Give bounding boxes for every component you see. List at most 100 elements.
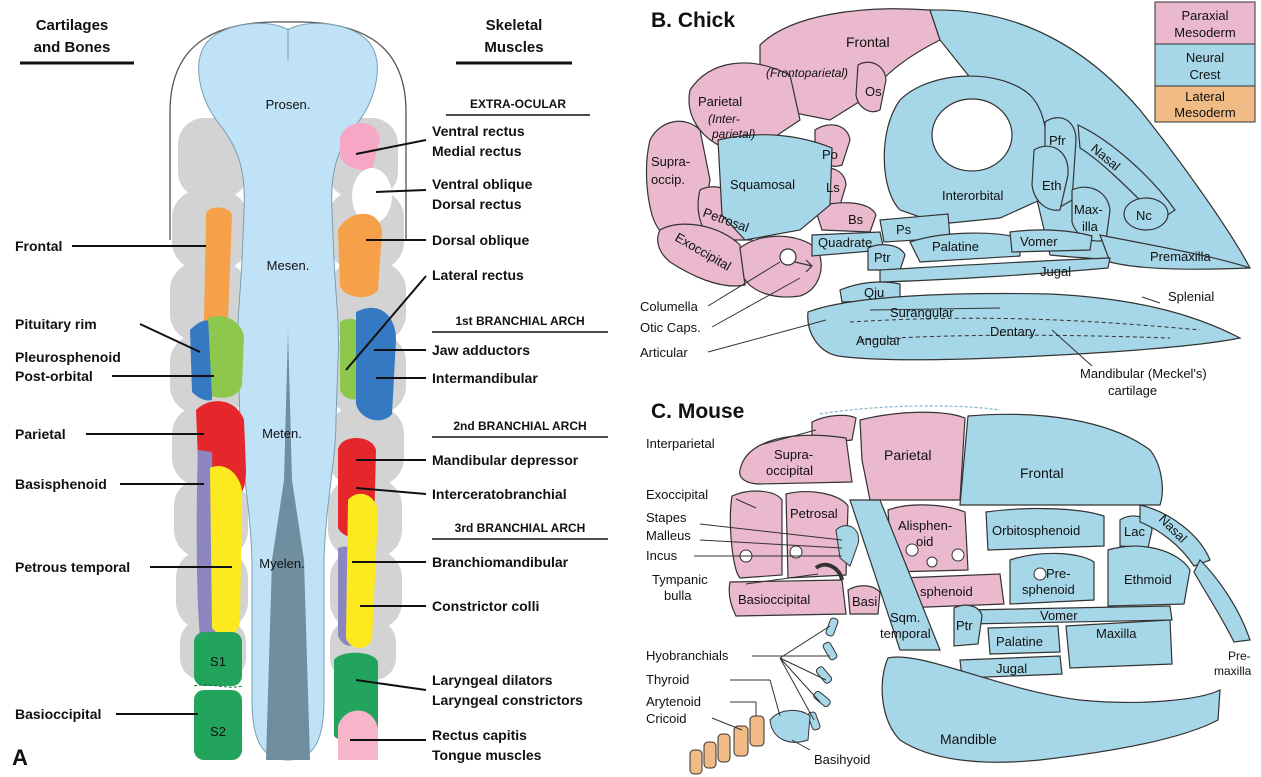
pituitary-label: Pituitary rim	[15, 316, 97, 332]
left-header-2: and Bones	[34, 39, 111, 56]
mouse-exoccipital	[730, 491, 782, 578]
mouse-exoccipital-label: Exoccipital	[646, 487, 708, 502]
voblique-label: Ventral oblique	[432, 176, 533, 192]
mouse-thyroid-label: Thyroid	[646, 672, 689, 687]
mouse-palatine-label: Palatine	[996, 634, 1043, 649]
chick-os-label: Os	[865, 84, 882, 99]
chick-jugal-label: Jugal	[1040, 264, 1071, 279]
mouse-basihyoid-label: Basihyoid	[814, 752, 870, 767]
doblique-label: Dorsal oblique	[432, 232, 529, 248]
mouse-sqm-2: temporal	[880, 626, 931, 641]
panel-c-mouse: C. Mouse	[646, 400, 1252, 774]
mouse-title: C. Mouse	[651, 400, 744, 423]
drectus-label: Dorsal rectus	[432, 196, 522, 212]
arch3-header: 3rd BRANCHIAL ARCH	[455, 521, 586, 535]
right-header-2: Muscles	[484, 39, 543, 56]
larycon-label: Laryngeal constrictors	[432, 692, 583, 708]
panel-a: Prosen. Mesen. Meten. Myelen. S1 S2 Cart…	[12, 17, 608, 770]
rectuscap-label: Rectus capitis	[432, 727, 527, 743]
intermand-label: Intermandibular	[432, 370, 538, 386]
chick-title: B. Chick	[651, 9, 735, 32]
chick-splenial-label: Splenial	[1168, 289, 1214, 304]
mouse-presph-1: Pre-	[1046, 566, 1071, 581]
mouse-maxilla-label: Maxilla	[1096, 626, 1137, 641]
legend-neural-2: Crest	[1189, 67, 1220, 82]
mouse-premaxilla	[1194, 560, 1250, 642]
lrectus-label: Lateral rectus	[432, 267, 524, 283]
mouse-sphenoid-label: sphenoid	[920, 584, 973, 599]
chick-orbit-hole	[932, 99, 1012, 171]
chick-jugal	[880, 258, 1110, 282]
chick-ps-label: Ps	[896, 222, 912, 237]
mrectus-label: Medial rectus	[432, 143, 522, 159]
basisph-label: Basisphenoid	[15, 476, 107, 492]
mouse-tympanic-2: bulla	[664, 588, 692, 603]
dorsal-oblique-element	[338, 214, 382, 297]
mouse-premax-2: maxilla	[1214, 664, 1252, 678]
chick-supra-1: Supra-	[651, 154, 690, 169]
panel-b-chick: B. Chick Paraxial Mesoderm Neural Crest …	[640, 2, 1255, 398]
prosen-label: Prosen.	[266, 97, 311, 112]
chick-interparietal-2: parietal)	[711, 127, 755, 141]
mouse-incus-label: Incus	[646, 548, 678, 563]
mouse-premax-1: Pre-	[1228, 649, 1251, 663]
jaw-label: Jaw adductors	[432, 342, 530, 358]
left-header-1: Cartilages	[36, 17, 109, 34]
mouse-frontal	[960, 414, 1162, 505]
mouse-mandible-label: Mandible	[940, 731, 997, 747]
mouse-cricoid-label: Cricoid	[646, 711, 686, 726]
mouse-hyobranchials	[770, 617, 839, 742]
pleurosphenoid-element	[190, 320, 212, 400]
legend-paraxial-1: Paraxial	[1182, 8, 1229, 23]
chick-po-label: Po	[822, 147, 838, 162]
basiocc-label: Basioccipital	[15, 706, 101, 722]
chick-premaxilla-label: Premaxilla	[1150, 249, 1211, 264]
parietal-label: Parietal	[15, 426, 66, 442]
mouse-supra-2: occipital	[766, 463, 813, 478]
tongue-label: Tongue muscles	[432, 747, 542, 763]
mouse-stapes-label: Stapes	[646, 510, 687, 525]
arch2-header: 2nd BRANCHIAL ARCH	[453, 419, 586, 433]
mouse-sqm-1: Sqm.	[890, 610, 920, 625]
mouse-malleus-label: Malleus	[646, 528, 691, 543]
chick-dentary-label: Dentary	[990, 324, 1036, 339]
chick-bs-label: Bs	[848, 212, 864, 227]
mouse-petrosal-label: Petrosal	[790, 506, 838, 521]
chick-meckel-1: Mandibular (Meckel's)	[1080, 366, 1207, 381]
chick-articular-label: Articular	[640, 345, 688, 360]
mouse-supra-1: Supra-	[774, 447, 813, 462]
chick-surangular-label: Surangular	[890, 305, 954, 320]
petrous-label: Petrous temporal	[15, 559, 130, 575]
petrous-element	[210, 466, 242, 636]
right-labels: Ventral rectus Medial rectus Ventral obl…	[432, 123, 583, 763]
chick-vomer-label: Vomer	[1020, 234, 1058, 249]
mouse-basiocc-label: Basioccipital	[738, 592, 810, 607]
chick-nc-label: Nc	[1136, 208, 1152, 223]
chick-meckel-2: cartilage	[1108, 383, 1157, 398]
mouse-ptr-label: Ptr	[956, 618, 973, 633]
chick-interorbital-label: Interorbital	[942, 188, 1004, 203]
frontal-label: Frontal	[15, 238, 62, 254]
chick-maxilla-1: Max-	[1074, 202, 1103, 217]
mouse-arytenoid-label: Arytenoid	[646, 694, 701, 709]
s2-label: S2	[210, 724, 226, 739]
legend-paraxial-2: Mesoderm	[1174, 25, 1235, 40]
myelen-label: Myelen.	[259, 556, 305, 571]
frontal-element	[204, 208, 232, 328]
chick-eth-label: Eth	[1042, 178, 1062, 193]
intercer-label: Interceratobranchial	[432, 486, 567, 502]
arch1-header: 1st BRANCHIAL ARCH	[455, 314, 584, 328]
chick-ls-label: Ls	[826, 180, 840, 195]
mouse-parietal-label: Parietal	[884, 447, 931, 463]
vrectus-label: Ventral rectus	[432, 123, 525, 139]
chick-columella-label: Columella	[640, 299, 699, 314]
pleuro-label: Pleurosphenoid	[15, 349, 121, 365]
mouse-basi-label: Basi	[852, 594, 877, 609]
chick-frontal-label: Frontal	[846, 34, 890, 50]
mouse-alisph-1: Alisphen-	[898, 518, 952, 533]
chick-qju-label: Qju	[864, 285, 884, 300]
chick-otic	[740, 236, 821, 297]
legend-lateral-2: Mesoderm	[1174, 105, 1235, 120]
chick-palatine-label: Palatine	[932, 239, 979, 254]
extraocular-header: EXTRA-OCULAR	[470, 97, 566, 111]
